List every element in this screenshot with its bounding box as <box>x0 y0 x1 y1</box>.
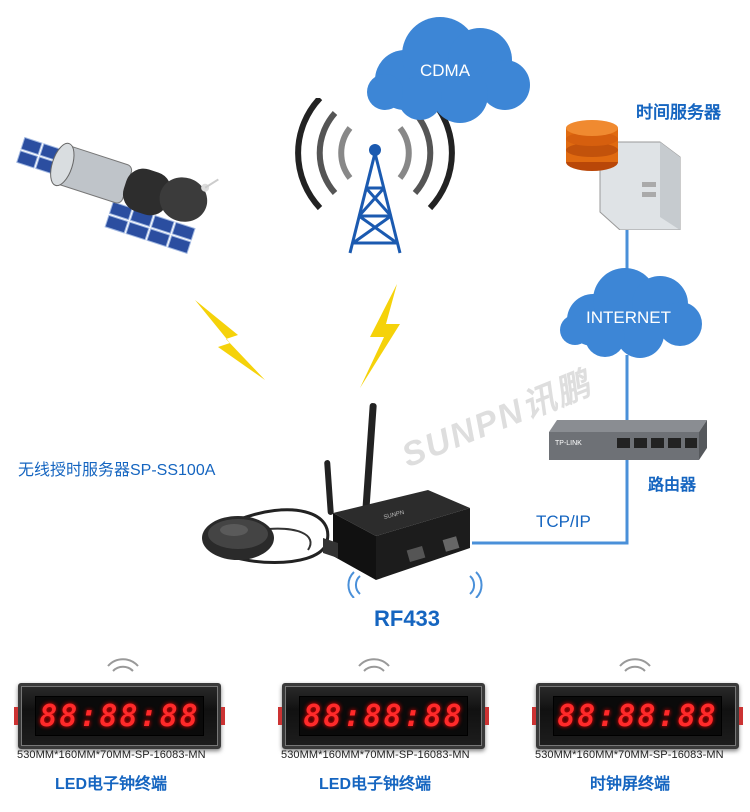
lightning-icon <box>195 300 265 380</box>
wifi-signal-icon <box>469 571 483 598</box>
svg-text:TP-LINK: TP-LINK <box>555 440 582 447</box>
led-digits: 88:88:88 <box>35 696 204 736</box>
router-icon: TP-LINK <box>549 420 707 460</box>
terminal-spec: 530MM*160MM*70MM-SP-16083-MN <box>535 749 724 761</box>
tcp-ip-label: TCP/IP <box>536 512 591 531</box>
device-icon: SUNPN <box>323 403 470 580</box>
cloud-icon <box>367 17 530 123</box>
gps-antenna-icon <box>202 508 330 564</box>
terminal-name: LED电子钟终端 <box>55 776 168 793</box>
internet-cloud-label: INTERNET <box>586 308 671 327</box>
server-icon <box>566 120 681 230</box>
terminal-name: 时钟屏终端 <box>590 776 671 793</box>
led-clock-display: 88:88:88 <box>14 683 225 749</box>
wireless-server-label: 无线授时服务器SP-SS100A <box>18 462 216 479</box>
router-label: 路由器 <box>648 477 697 494</box>
cloud-icon <box>560 268 702 358</box>
terminal-spec: 530MM*160MM*70MM-SP-16083-MN <box>17 749 206 761</box>
wifi-signal-icon <box>358 658 390 672</box>
lightning-icon <box>360 284 400 388</box>
wifi-signal-icon <box>107 658 139 672</box>
led-digits: 88:88:88 <box>299 696 468 736</box>
satellite-icon <box>16 136 219 254</box>
cdma-cloud-label: CDMA <box>420 61 471 80</box>
led-clock-display: 88:88:88 <box>278 683 489 749</box>
svg-text:SUNPN: SUNPN <box>383 510 405 521</box>
time-server-label: 时间服务器 <box>636 103 721 122</box>
wifi-signal-icon <box>619 658 651 672</box>
led-digits: 88:88:88 <box>553 696 722 736</box>
wifi-signal-icon <box>347 571 361 598</box>
terminal-name: LED电子钟终端 <box>319 776 432 793</box>
terminal-spec: 530MM*160MM*70MM-SP-16083-MN <box>281 749 470 761</box>
rf433-label: RF433 <box>374 606 441 631</box>
led-clock-display: 88:88:88 <box>532 683 743 749</box>
